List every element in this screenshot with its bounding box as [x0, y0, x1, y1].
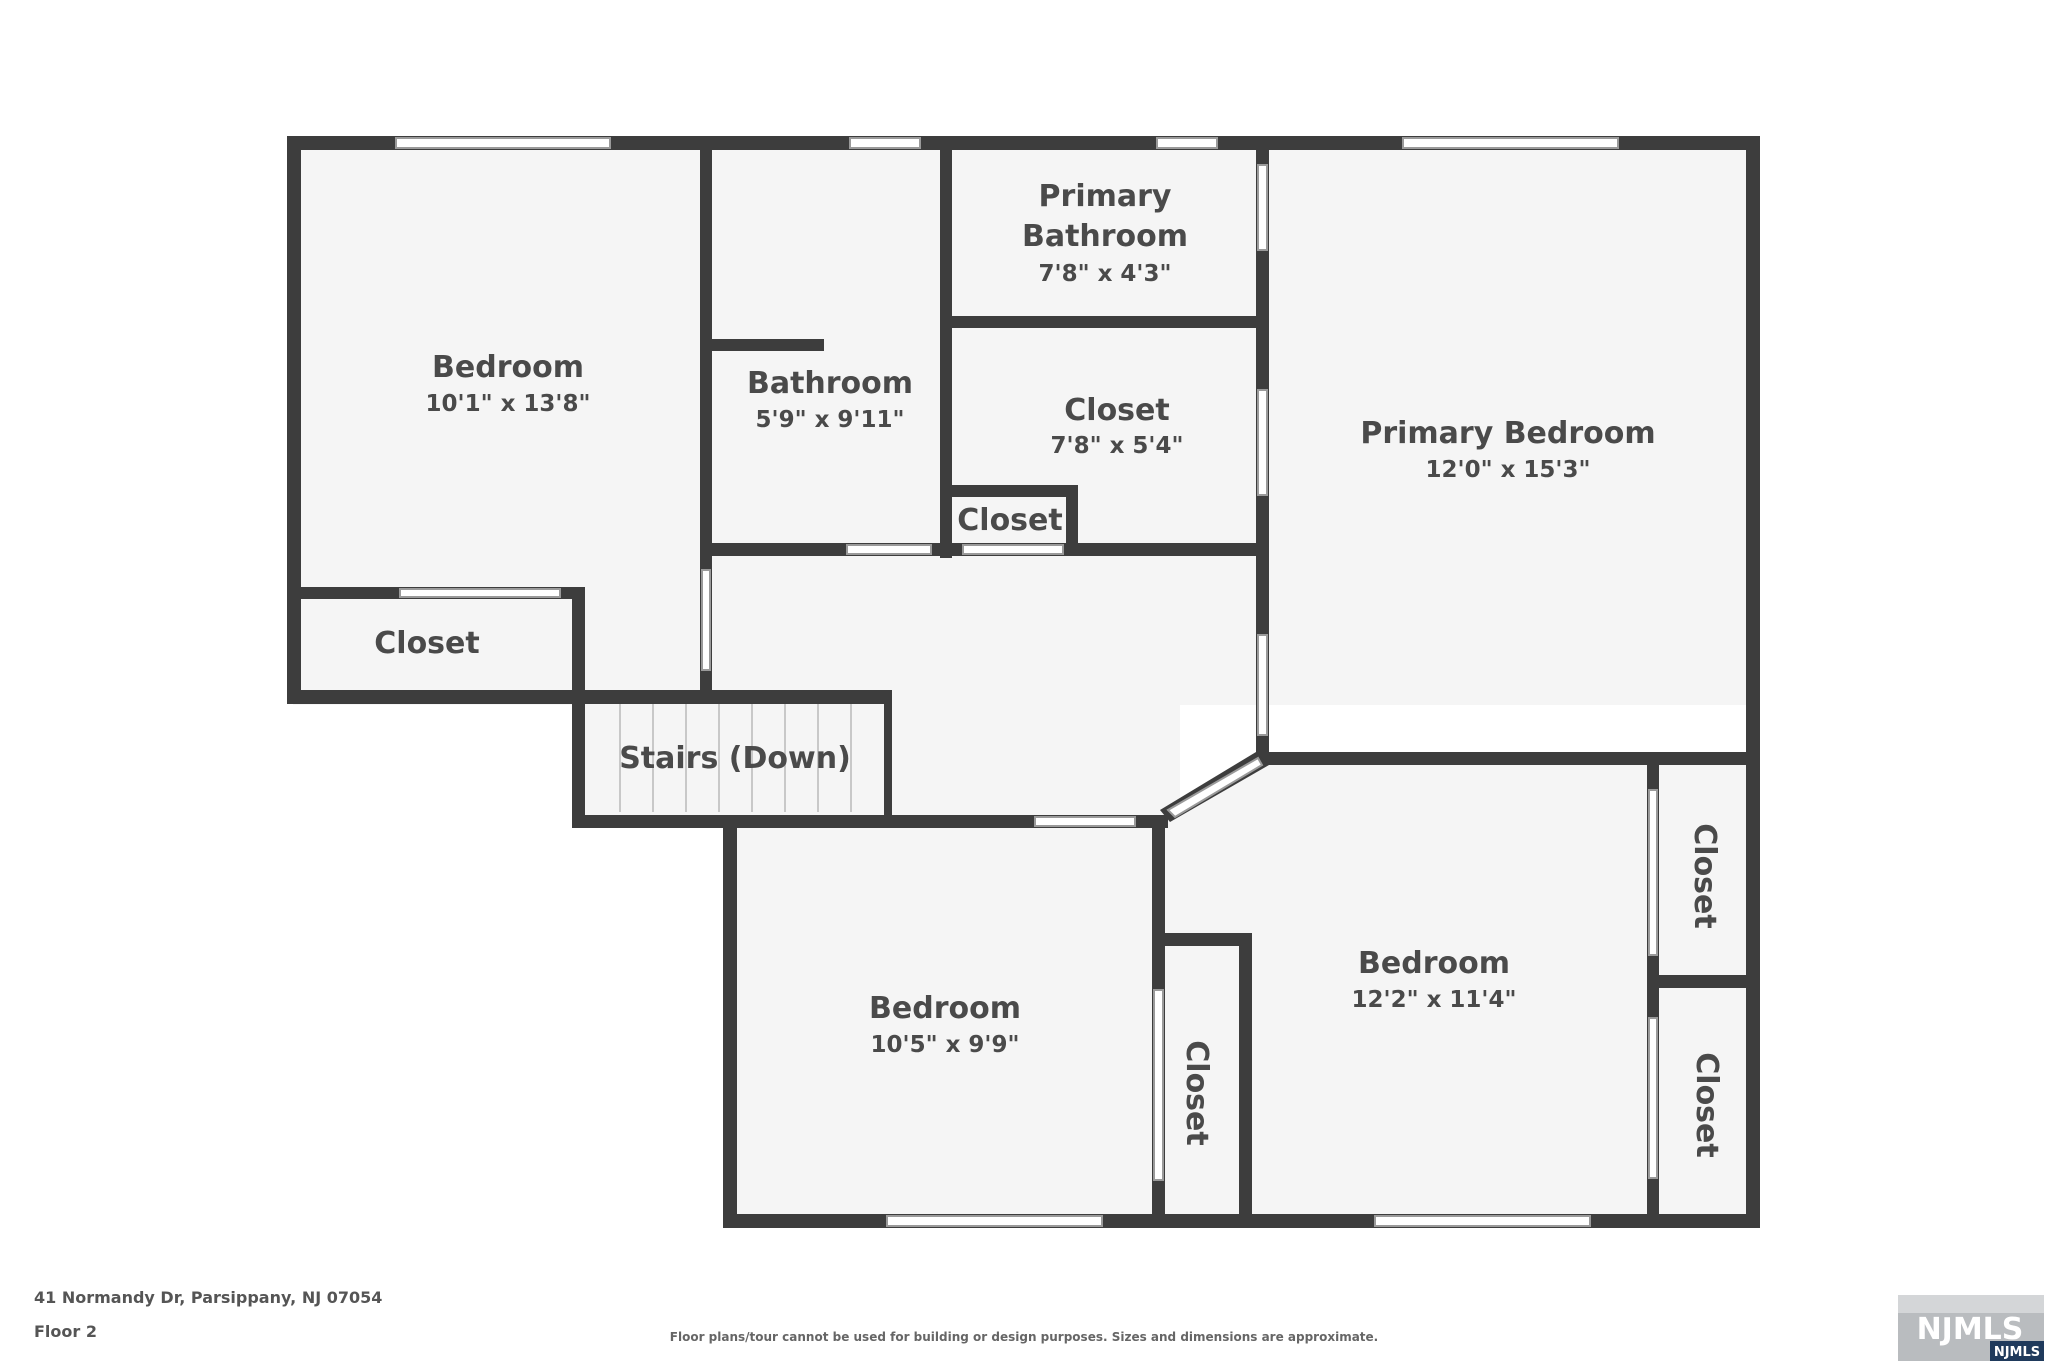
bedroom-se-dims: 12'2" x 11'4" [1352, 987, 1517, 1013]
wall-top [287, 136, 1760, 150]
wall-stairs-right [884, 690, 892, 822]
closet-e1-name: Closet [1687, 823, 1722, 928]
closet-small-name: Closet [957, 503, 1062, 538]
fill-main [293, 143, 1753, 705]
closet-center-name: Closet [1064, 393, 1169, 428]
door-closet-w [399, 588, 561, 598]
door-small-closet [962, 544, 1064, 555]
fill-bedroom-sw [730, 820, 1160, 1220]
bedroom-nw-dims: 10'1" x 13'8" [426, 391, 591, 417]
bedroom-sw-name: Bedroom [869, 991, 1021, 1026]
window-bath [849, 137, 921, 149]
wall-closet-sw-right [1239, 933, 1252, 1228]
closet-west-name: Closet [374, 626, 479, 661]
wall-small-closet-right [1066, 485, 1078, 556]
window-se [1374, 1215, 1591, 1227]
door-pbed [1257, 634, 1268, 736]
bedroom-nw-name: Bedroom [432, 350, 584, 385]
wall-closet-e-divider [1647, 975, 1760, 988]
closet-center-dims: 7'8" x 5'4" [1051, 433, 1184, 459]
wall-bath-right [940, 136, 952, 558]
door-closet-sw [1153, 989, 1164, 1181]
primary-bathroom-dims: 7'8" x 4'3" [1039, 261, 1172, 287]
room-labels: Bedroom 10'1" x 13'8" Bathroom 5'9" x 9'… [374, 179, 1724, 1158]
floor-label: Floor 2 [34, 1322, 97, 1341]
fill-hall-lower [880, 695, 1180, 820]
primary-bedroom-dims: 12'0" x 15'3" [1426, 457, 1591, 483]
njmls-logo: NJMLS NJMLS [1898, 1295, 2044, 1361]
door-closet-c [1257, 389, 1268, 496]
door-nw [701, 569, 711, 671]
door-sw [1034, 816, 1136, 827]
door-closet-e2 [1648, 1017, 1658, 1179]
wall-left [287, 136, 301, 704]
window-sw [886, 1215, 1103, 1227]
fill-bedroom-se [1163, 762, 1753, 1220]
primary-bathroom-name-1: Primary [1039, 179, 1172, 214]
window-nw [395, 137, 611, 149]
window-pbath [1156, 137, 1218, 149]
door-se [1166, 756, 1264, 819]
openings [395, 137, 1658, 1227]
closet-sw-name: Closet [1179, 1040, 1214, 1145]
window-pbed [1402, 137, 1619, 149]
wall-bath-stub [700, 339, 824, 351]
wall-pbed-bottom [1256, 752, 1760, 765]
fill-stairs [578, 695, 888, 820]
door-closet-e1 [1648, 789, 1658, 956]
wall-stairs-bottom [572, 815, 1168, 828]
bedroom-se-name: Bedroom [1358, 946, 1510, 981]
property-address: 41 Normandy Dr, Parsippany, NJ 07054 [34, 1288, 383, 1307]
disclaimer-text: Floor plans/tour cannot be used for buil… [669, 1330, 1379, 1344]
bedroom-sw-dims: 10'5" x 9'9" [871, 1032, 1020, 1058]
door-pbath [1257, 164, 1268, 251]
wall-pbath-bottom [940, 316, 1265, 328]
wall-nw-right [700, 136, 712, 698]
wall-small-closet-top [940, 485, 1078, 497]
stair-treads [619, 703, 852, 812]
wall-closet-w-right [572, 587, 585, 704]
wall-closet-sw-top [1152, 933, 1252, 946]
primary-bedroom-name: Primary Bedroom [1360, 416, 1655, 451]
wall-nw-bottom [287, 690, 889, 704]
door-bath [846, 544, 932, 555]
bathroom-name: Bathroom [747, 366, 913, 401]
wall-stairs-left [572, 690, 585, 828]
logo-sub: NJMLS [1994, 1345, 2040, 1360]
wall-sw-left [723, 815, 737, 1228]
bathroom-dims: 5'9" x 9'11" [756, 407, 905, 433]
fill-closet-sw [1160, 945, 1240, 1220]
stairs-name: Stairs (Down) [619, 741, 851, 776]
wall-right [1746, 136, 1760, 1228]
primary-bathroom-name-2: Bathroom [1022, 219, 1188, 254]
floor-fills [293, 143, 1753, 1220]
closet-e2-name: Closet [1689, 1052, 1724, 1157]
